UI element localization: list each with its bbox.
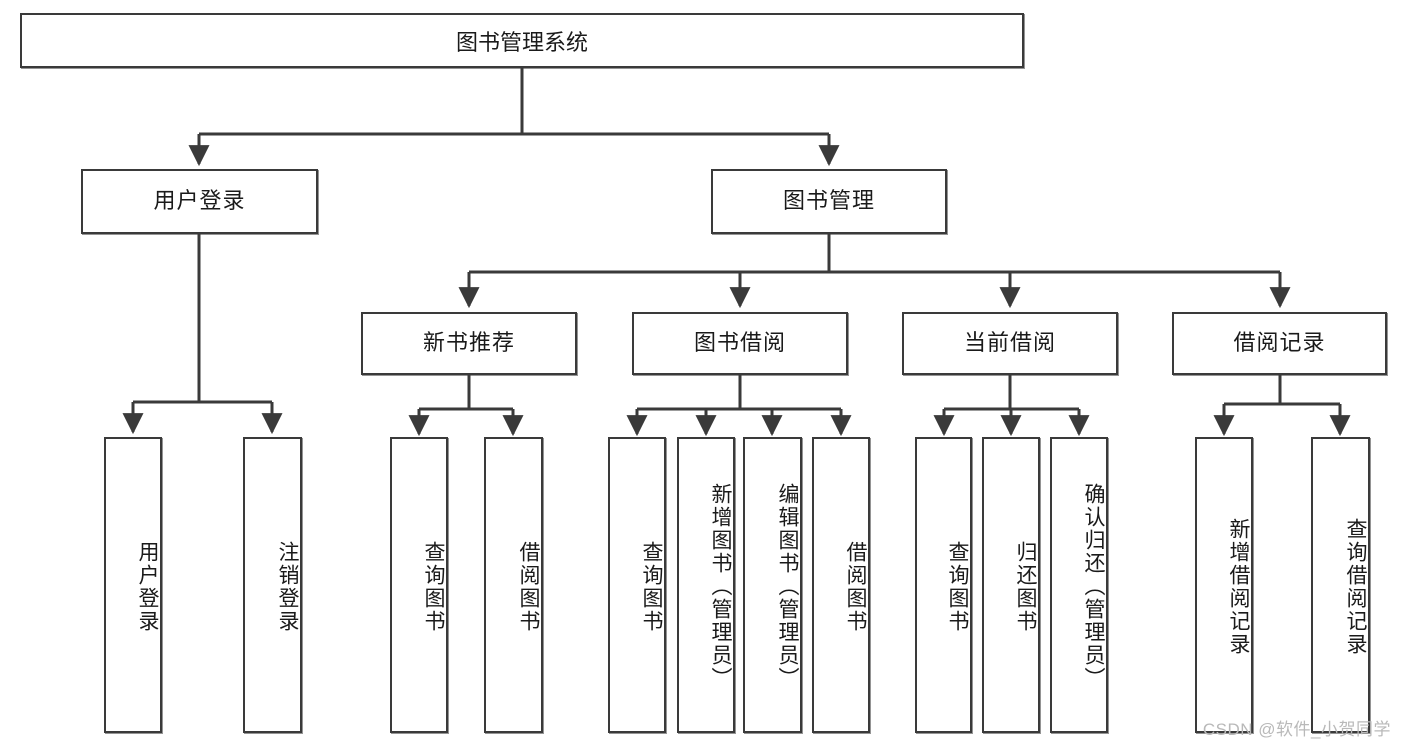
leaf-edit-book[interactable]: 编辑图书（管理员） bbox=[743, 437, 802, 733]
leaf-confirm-return-label: 确认归还（管理员） bbox=[1082, 482, 1105, 690]
leaf-query-book-2-label: 查询图书 bbox=[640, 541, 663, 633]
node-user-login[interactable]: 用户登录 bbox=[81, 169, 318, 234]
leaf-borrow-book-1-label: 借阅图书 bbox=[517, 541, 540, 633]
node-book-manage[interactable]: 图书管理 bbox=[711, 169, 947, 234]
node-current-borrow-label: 当前借阅 bbox=[963, 330, 1056, 356]
leaf-query-book-1-label: 查询图书 bbox=[422, 541, 445, 633]
node-new-book-recommend[interactable]: 新书推荐 bbox=[361, 312, 577, 375]
node-root-label: 图书管理系统 bbox=[455, 29, 588, 55]
leaf-add-book[interactable]: 新增图书（管理员） bbox=[677, 437, 735, 733]
leaf-add-record-label: 新增借阅记录 bbox=[1227, 518, 1250, 656]
leaf-confirm-return[interactable]: 确认归还（管理员） bbox=[1050, 437, 1108, 733]
leaf-logout-login-label: 注销登录 bbox=[276, 541, 299, 633]
leaf-user-login-label: 用户登录 bbox=[136, 541, 159, 633]
leaf-query-book-3[interactable]: 查询图书 bbox=[915, 437, 972, 733]
leaf-user-login[interactable]: 用户登录 bbox=[104, 437, 162, 733]
node-root-system[interactable]: 图书管理系统 bbox=[20, 13, 1024, 68]
leaf-add-book-label: 新增图书（管理员） bbox=[709, 482, 732, 690]
node-current-borrow[interactable]: 当前借阅 bbox=[902, 312, 1118, 375]
node-borrow-record[interactable]: 借阅记录 bbox=[1172, 312, 1387, 375]
leaf-borrow-book-2-label: 借阅图书 bbox=[844, 541, 867, 633]
leaf-query-record[interactable]: 查询借阅记录 bbox=[1311, 437, 1370, 733]
leaf-add-record[interactable]: 新增借阅记录 bbox=[1195, 437, 1253, 733]
leaf-edit-book-label: 编辑图书（管理员） bbox=[776, 482, 799, 690]
node-book-manage-label: 图书管理 bbox=[782, 188, 875, 214]
node-book-borrow-label: 图书借阅 bbox=[693, 330, 786, 356]
node-borrow-record-label: 借阅记录 bbox=[1233, 330, 1326, 356]
leaf-return-book[interactable]: 归还图书 bbox=[982, 437, 1040, 733]
watermark-text: CSDN @软件_小贺同学 bbox=[1202, 720, 1391, 739]
leaf-borrow-book-2[interactable]: 借阅图书 bbox=[812, 437, 870, 733]
node-book-borrow[interactable]: 图书借阅 bbox=[632, 312, 848, 375]
leaf-query-record-label: 查询借阅记录 bbox=[1344, 518, 1367, 656]
node-new-book-recommend-label: 新书推荐 bbox=[422, 330, 515, 356]
leaf-return-book-label: 归还图书 bbox=[1014, 541, 1037, 633]
leaf-logout-login[interactable]: 注销登录 bbox=[243, 437, 302, 733]
node-user-login-label: 用户登录 bbox=[153, 188, 246, 214]
leaf-query-book-2[interactable]: 查询图书 bbox=[608, 437, 666, 733]
leaf-query-book-3-label: 查询图书 bbox=[946, 541, 969, 633]
leaf-borrow-book-1[interactable]: 借阅图书 bbox=[484, 437, 543, 733]
leaf-query-book-1[interactable]: 查询图书 bbox=[390, 437, 448, 733]
